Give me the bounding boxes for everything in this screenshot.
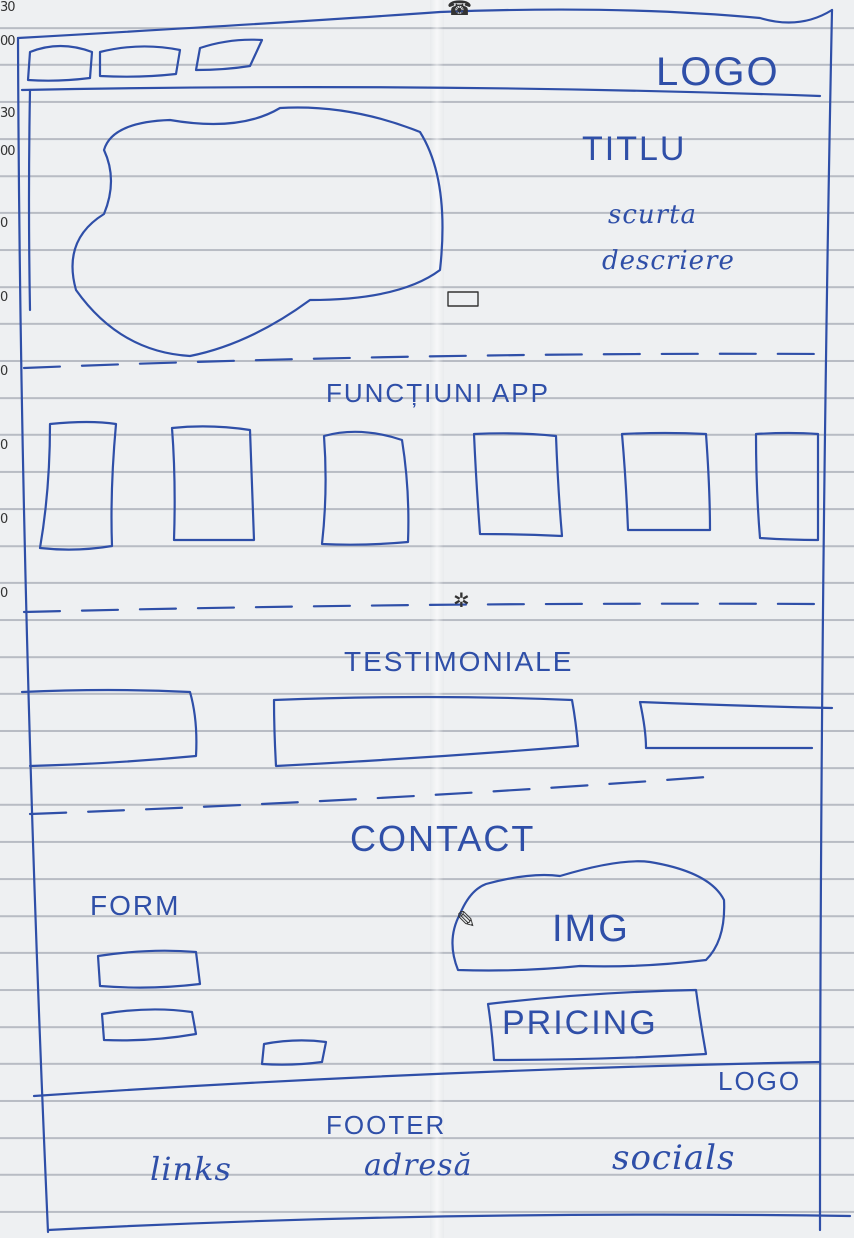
margin-number: 00 [0,144,16,159]
margin-number: 30 [0,0,16,15]
testimonials-heading: TESTIMONIALE [344,646,574,677]
feature-card-2 [170,425,256,542]
pricing-label[interactable]: PRICING [502,1004,658,1042]
page-frame [16,36,50,1234]
nav-button-2 [98,45,182,78]
footer-logo[interactable]: LOGO [718,1066,802,1096]
contact-image-placeholder [451,860,726,972]
form-label: FORM [90,890,181,921]
gear-icon: ✲ [453,588,470,612]
feature-card-5 [620,431,712,532]
margin-number: 00 [0,34,16,49]
divider-hero [22,352,828,370]
pricing-box [486,988,708,1062]
feature-card-6 [754,431,820,542]
footer-divider [32,1060,822,1098]
card-icon [447,291,479,307]
hero-description-line-2: descriere [602,246,735,276]
header-bottom-line [20,85,822,98]
hero-title: TITLU [582,130,687,168]
footer-heading: FOOTER [326,1110,447,1140]
hero-description-line-1: scurta [608,200,698,230]
testimonial-card-2 [272,695,580,768]
margin-number: 0 [0,216,8,231]
feature-card-3 [320,430,410,546]
hero-image-placeholder [71,106,444,358]
margin-number: 30 [0,106,16,121]
margin-number: 0 [0,586,8,601]
phone-icon: ☎ [447,0,472,20]
margin-number: 0 [0,512,8,527]
contact-image-label: IMG [552,908,630,950]
notebook-spine [430,0,444,1238]
contact-heading: CONTACT [350,818,536,859]
form-input-2 [100,1008,198,1042]
nav-button-1 [26,44,94,82]
footer-socials-label[interactable]: socials [612,1138,736,1178]
feature-card-4 [472,432,564,538]
header-logo[interactable]: LOGO [656,50,780,94]
footer-address-label: adresă [364,1148,473,1183]
form-submit-button [260,1039,328,1066]
header-top-line [16,8,834,40]
nav-button-3 [194,38,264,72]
pencil-icon: ✎ [456,906,477,934]
divider-testimonials [28,774,722,816]
margin-number: 0 [0,290,8,305]
divider-features [22,602,822,614]
features-heading: FUNCȚIUNI APP [326,378,550,408]
margin-number: 0 [0,438,8,453]
feature-card-1 [38,420,118,551]
footer-links-label[interactable]: links [150,1150,232,1188]
form-input-1 [96,949,202,989]
testimonial-card-3 [638,700,834,750]
margin-number: 0 [0,364,8,379]
testimonial-card-1 [20,688,198,768]
